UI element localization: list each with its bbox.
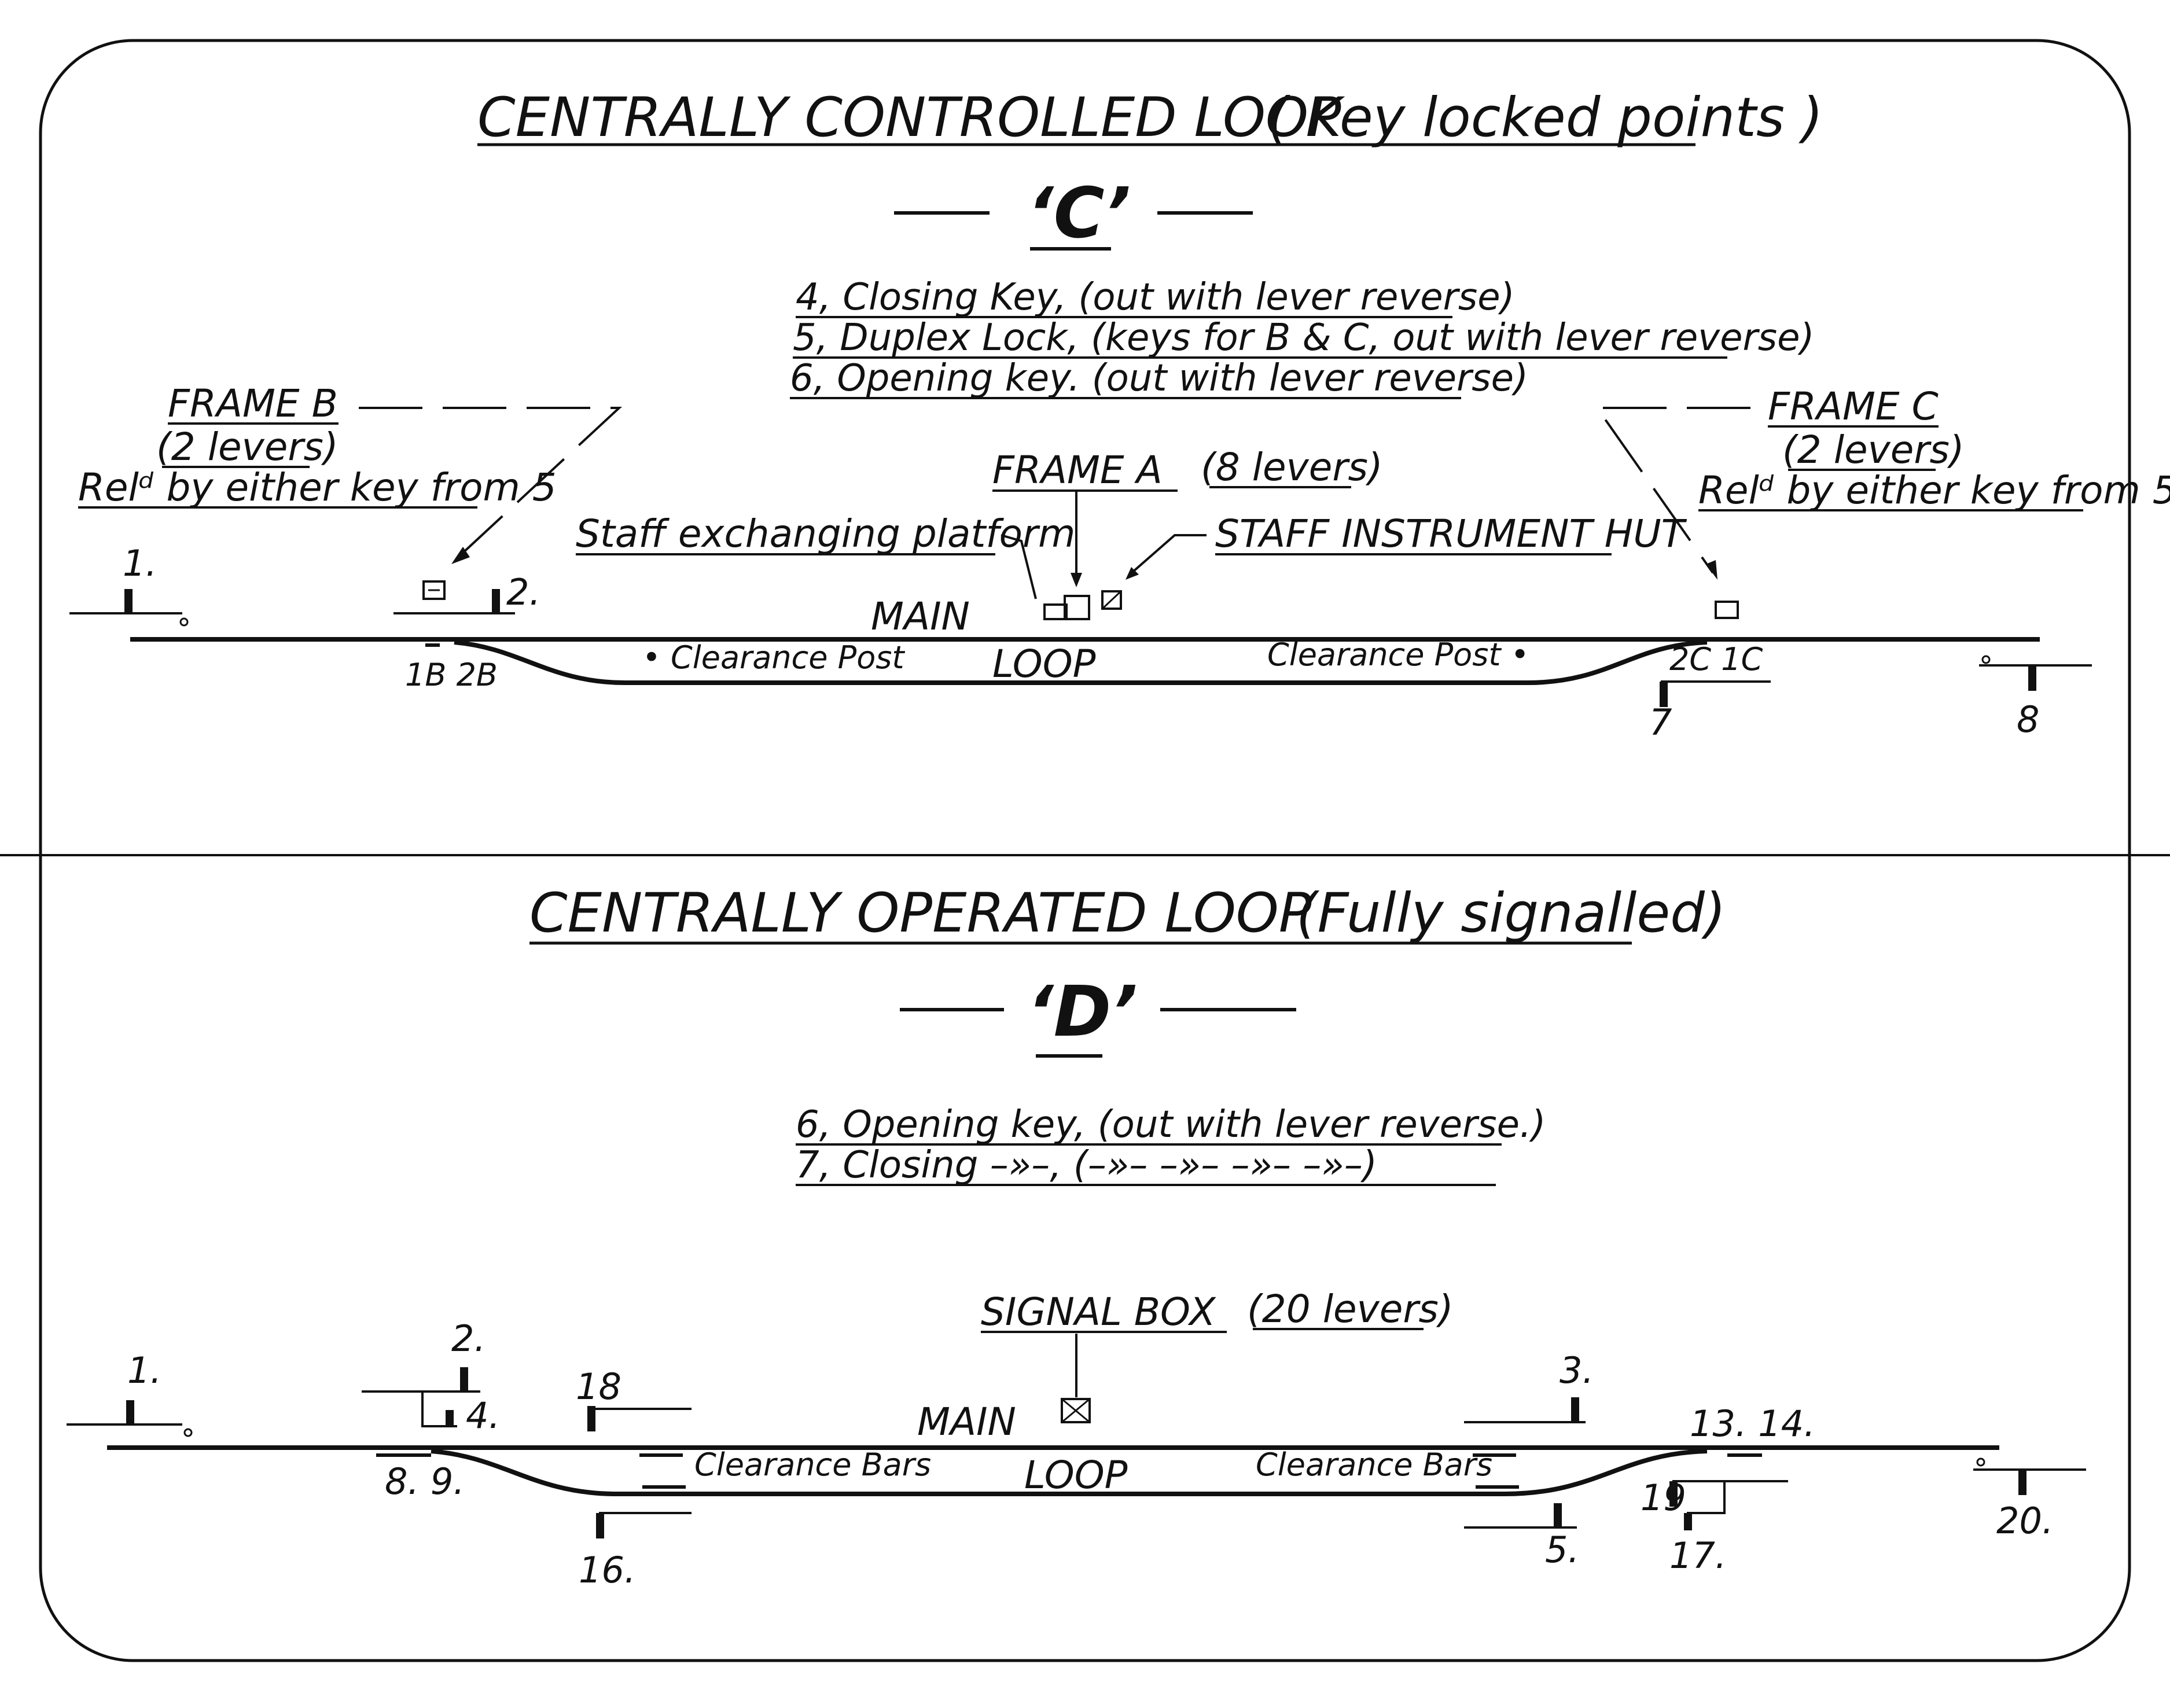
top-loop-line xyxy=(454,640,1708,685)
top-signal-1-lamp xyxy=(179,617,189,627)
top-note-2: 5, Duplex Lock, (keys for B & C, out wit… xyxy=(793,316,1814,359)
signal-box-title: SIGNAL BOX xyxy=(981,1290,1216,1334)
bottom-signal-20-arm xyxy=(2018,1470,2026,1495)
top-signal-8-arm xyxy=(2028,665,2036,691)
bottom-signal-1-arm xyxy=(126,1400,134,1426)
bottom-signal-17-arm xyxy=(1684,1513,1692,1530)
top-clearance-right: Clearance Post • xyxy=(1267,636,1529,673)
top-signal-1-arm xyxy=(124,589,133,614)
bottom-signal-1-lamp xyxy=(183,1428,193,1437)
bottom-signal-4-arm xyxy=(446,1410,454,1427)
top-letter: ‘C’ xyxy=(1027,174,1131,254)
frame-b-arrowhead xyxy=(451,547,470,564)
bottom-signal-19-arm xyxy=(1669,1481,1678,1507)
bottom-lever-16-label: 16. xyxy=(579,1549,636,1591)
frame-c-arrowhead xyxy=(1706,560,1717,580)
bottom-note-1: 6, Opening key, (out with lever reverse.… xyxy=(796,1103,1546,1146)
top-lever-8-label: 8 xyxy=(2017,698,2039,741)
frame-b-levers: (2 levers) xyxy=(156,425,339,469)
staff-hut-arrowhead xyxy=(1126,567,1139,580)
bottom-loop-line xyxy=(431,1449,1708,1496)
signal-box-icon xyxy=(1061,1398,1091,1423)
bottom-lever-89-label: 8. 9. xyxy=(385,1460,465,1503)
signal-box-levers: (20 levers) xyxy=(1247,1287,1454,1331)
bottom-signal-5-arm xyxy=(1554,1503,1562,1529)
bottom-note-2: 7, Closing –»–, (–»– –»– –»– –»–) xyxy=(796,1144,1377,1187)
bottom-title-note: (Fully signalled) xyxy=(1296,882,1726,945)
staff-hut-box xyxy=(1101,590,1122,610)
bottom-lever-1-label: 1. xyxy=(127,1349,161,1392)
bottom-signal-18-arm xyxy=(587,1406,595,1431)
frame-b-leader xyxy=(359,407,623,557)
top-lever-1b2b-label: 1B 2B xyxy=(405,657,498,693)
frame-b-title: FRAME B xyxy=(168,381,338,426)
top-lever-2-label: 2. xyxy=(506,571,540,613)
frame-c-box xyxy=(1715,601,1739,619)
frame-b-release: Relᵈ by either key from 5 xyxy=(78,465,557,510)
frame-a-title: FRAME A xyxy=(992,448,1163,492)
bottom-clearance-bars-right xyxy=(1473,1453,1519,1489)
frame-a-arrowhead xyxy=(1071,573,1082,587)
outer-border xyxy=(39,39,2131,1662)
staff-platform-label: Staff exchanging platform xyxy=(576,511,1075,556)
frame-c-leader xyxy=(1595,407,1750,574)
frame-a-box xyxy=(1064,595,1090,620)
top-title: CENTRALLY CONTROLLED LOOP xyxy=(477,86,1341,149)
staff-hut-leader xyxy=(1127,534,1207,577)
top-signal-8-lamp xyxy=(1981,655,1991,664)
top-lever-1-label: 1. xyxy=(123,542,157,584)
frame-c-release: Relᵈ by either key from 5 xyxy=(1698,468,2170,513)
top-note-3: 6, Opening key. (out with lever reverse) xyxy=(790,357,1528,400)
top-lever-7-label: 7 xyxy=(1649,701,1672,743)
bottom-lever-19-label: 19 xyxy=(1641,1477,1686,1519)
bottom-lever-5-label: 5. xyxy=(1545,1529,1579,1571)
staff-platform-leader xyxy=(1001,534,1037,599)
frame-b-box xyxy=(422,580,446,600)
bottom-clearance-left: Clearance Bars xyxy=(694,1446,931,1483)
staff-hut-label: STAFF INSTRUMENT HUT xyxy=(1215,511,1687,556)
signal-box-icon-cross xyxy=(1061,1398,1090,1423)
bottom-clearance-bars-left xyxy=(639,1453,686,1489)
frame-a-levers: (8 levers) xyxy=(1201,445,1383,489)
top-signal-7-arm xyxy=(1660,682,1668,707)
frame-c-levers: (2 levers) xyxy=(1782,428,1965,472)
section-c: CENTRALLY CONTROLLED LOOP ( Key locked p… xyxy=(69,86,2170,743)
bottom-main-label: MAIN xyxy=(917,1400,1016,1444)
bottom-signal-20-lamp xyxy=(1976,1457,1985,1467)
bottom-lever-4-label: 4. xyxy=(466,1394,500,1437)
staff-hut-box-cross xyxy=(1101,590,1122,610)
top-signal-2-arm xyxy=(492,589,500,614)
section-d: CENTRALLY OPERATED LOOP (Fully signalled… xyxy=(67,882,2086,1591)
bottom-clearance-right: Clearance Bars xyxy=(1256,1446,1492,1483)
top-lever-2c1c-label: 2C 1C xyxy=(1669,641,1763,678)
bottom-lever-17-label: 17. xyxy=(1669,1534,1727,1577)
bottom-signal-3-arm xyxy=(1571,1397,1579,1423)
bottom-signal-2-arm xyxy=(460,1367,468,1393)
bottom-lever-3-label: 3. xyxy=(1560,1349,1594,1392)
bottom-lever-1314-label: 13. 14. xyxy=(1690,1403,1815,1445)
top-clearance-left: • Clearance Post xyxy=(642,639,905,676)
bottom-signal-16-arm xyxy=(596,1513,604,1538)
bottom-lever-18-label: 18 xyxy=(576,1365,621,1408)
bottom-signal-17-post xyxy=(1687,1481,1726,1514)
top-note-1: 4, Closing Key, (out with lever reverse) xyxy=(796,276,1515,319)
bottom-lever-2-label: 2. xyxy=(451,1317,486,1360)
top-title-note: ( Key locked points ) xyxy=(1267,86,1823,149)
frame-c-title: FRAME C xyxy=(1768,384,1939,429)
bottom-title: CENTRALLY OPERATED LOOP xyxy=(529,882,1312,945)
bottom-lever-20-label: 20. xyxy=(1996,1500,2054,1542)
top-loop-label: LOOP xyxy=(992,642,1096,686)
bottom-loop-label: LOOP xyxy=(1024,1453,1128,1497)
staff-platform-box xyxy=(1043,603,1068,620)
bottom-letter: ‘D’ xyxy=(1027,972,1138,1052)
top-main-label: MAIN xyxy=(871,594,970,639)
